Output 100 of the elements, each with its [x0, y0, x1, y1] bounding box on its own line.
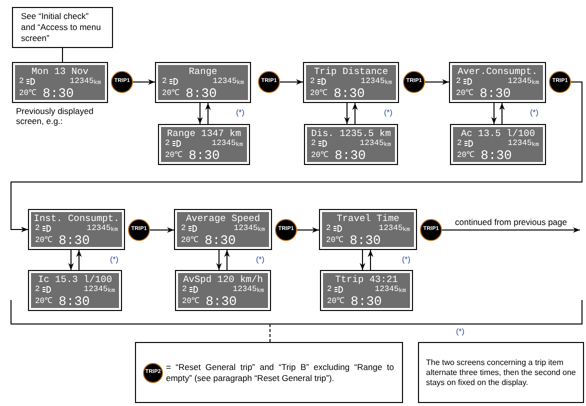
temperature-value: 20℃: [310, 88, 328, 100]
lcd-screen: [449, 62, 546, 103]
caption-text: Previously displayed screen, e.g.:: [16, 106, 94, 126]
screen-title: Average Speed: [186, 212, 260, 224]
clock-value: 8:30: [206, 294, 237, 308]
clock-value: 8:30: [334, 148, 366, 162]
temperature-value: 20℃: [35, 296, 53, 308]
arrow: [344, 102, 350, 124]
clock-value: 8:30: [58, 234, 90, 246]
clock-value: 8:30: [334, 86, 365, 100]
arrow: [132, 79, 156, 85]
arrow: [352, 102, 358, 124]
clock-value: 8:30: [350, 234, 381, 246]
temperature-value: 20℃: [457, 150, 475, 162]
arrow: [76, 250, 82, 270]
screen-title: Ttrip 43:21: [335, 274, 398, 284]
gear-indicator: 2: [165, 138, 170, 148]
note-box: [12, 7, 113, 48]
odometer-value: 12345$_{km}$: [212, 138, 243, 148]
odometer-value: 12345$_{km}$: [374, 284, 406, 294]
clock-value: 8:30: [204, 234, 236, 246]
screen-title: Range 1347 km: [166, 128, 242, 138]
arrow: [205, 102, 211, 124]
clock-value: 8:30: [188, 148, 220, 162]
lcd-screen: [174, 209, 272, 250]
connector-line: [62, 48, 63, 62]
lcd-screen: [28, 270, 122, 311]
legend-box: [135, 342, 403, 403]
temperature-value: 20℃: [326, 234, 344, 246]
lcd-screen: [320, 270, 413, 311]
footnote-mark: (*): [402, 255, 410, 265]
footnote-mark: (*): [456, 327, 464, 337]
lcd-screen: [155, 62, 251, 103]
arrow: [68, 250, 74, 270]
screen-title: Trip Distance: [314, 66, 388, 76]
odometer-value: 12345$_{km}$: [70, 76, 101, 86]
gear-indicator: 2: [311, 138, 316, 148]
temperature-value: 20℃: [311, 150, 329, 162]
gear-indicator: 2: [181, 224, 186, 234]
screen-title: Mon 13 Nov: [31, 66, 88, 76]
screen-title: Ic 15.3 l/100: [38, 274, 112, 284]
gear-indicator: 2: [326, 224, 331, 234]
arrow: [10, 82, 582, 232]
screen-title: AvSpd 120 km/h: [183, 274, 263, 284]
temperature-value: 20℃: [162, 88, 180, 100]
lcd-screen: [304, 124, 398, 165]
clock-value: 8:30: [42, 86, 74, 100]
footnote-mark: (*): [530, 108, 538, 118]
odometer-value: 12345$_{km}$: [84, 284, 115, 294]
odometer-value: 12345$_{km}$: [232, 284, 264, 294]
odometer-value: 12345$_{km}$: [360, 76, 392, 86]
legend-text: = “Reset General trip” and “Trip B” excluding “Range to empty” (see paragraph “Reset General trip”).: [166, 362, 394, 384]
footnote-box: [418, 342, 584, 403]
gear-indicator: 2: [35, 224, 40, 234]
temperature-value: 20℃: [456, 88, 474, 100]
arrow: [424, 79, 450, 85]
gear-indicator: 2: [162, 76, 167, 86]
odometer-value: 12345$_{km}$: [508, 138, 539, 148]
screen-title: Ac 13.5 l/100: [460, 128, 536, 138]
temperature-value: 20℃: [35, 234, 53, 246]
arrow: [360, 250, 366, 270]
lcd-screen: [158, 124, 250, 165]
odometer-value: 12345$_{km}$: [378, 224, 410, 234]
screen-title: Range: [188, 66, 218, 76]
arrow: [224, 250, 230, 270]
gear-indicator: 2: [457, 138, 462, 148]
lcd-screen: [12, 62, 108, 103]
odometer-value: 12345$_{km}$: [234, 224, 265, 234]
temperature-value: 20℃: [327, 296, 345, 308]
clock-value: 8:30: [186, 86, 217, 100]
gear-indicator: 2: [310, 76, 315, 86]
gear-indicator: 2: [35, 284, 40, 294]
arrow: [442, 227, 580, 233]
gear-indicator: 2: [19, 76, 24, 86]
note-text: See “Initial check” and “Access to menu screen”: [21, 11, 102, 44]
clock-value: 8:30: [350, 294, 382, 308]
edge-label: continued from previous page: [454, 217, 568, 227]
lcd-screen: [450, 124, 546, 165]
arrow: [368, 250, 374, 270]
arrow: [499, 102, 505, 124]
arrow: [491, 102, 497, 124]
gear-indicator: 2: [327, 284, 332, 294]
arrow: [280, 79, 304, 85]
arrow: [150, 227, 174, 233]
lcd-screen: [303, 62, 399, 103]
footnote-text: The two screens concerning a trip item alternate three times, then the second one stays on fixed on the display.: [426, 358, 576, 388]
footnote-mark: (*): [110, 255, 118, 265]
odometer-value: 12345$_{km}$: [212, 76, 244, 86]
arrow: [197, 102, 203, 124]
screen-title: Dis. 1235.5 km: [311, 128, 391, 138]
arrow: [216, 250, 222, 270]
temperature-value: 20℃: [19, 88, 37, 100]
screen-title: Aver.Consumpt.: [458, 66, 538, 76]
temperature-value: 20℃: [181, 234, 199, 246]
lcd-screen: [175, 270, 271, 311]
temperature-value: 20℃: [165, 150, 183, 162]
gear-indicator: 2: [456, 76, 461, 86]
odometer-value: 12345$_{km}$: [508, 76, 539, 86]
temperature-value: 20℃: [182, 296, 200, 308]
footnote-mark: (*): [256, 255, 264, 265]
